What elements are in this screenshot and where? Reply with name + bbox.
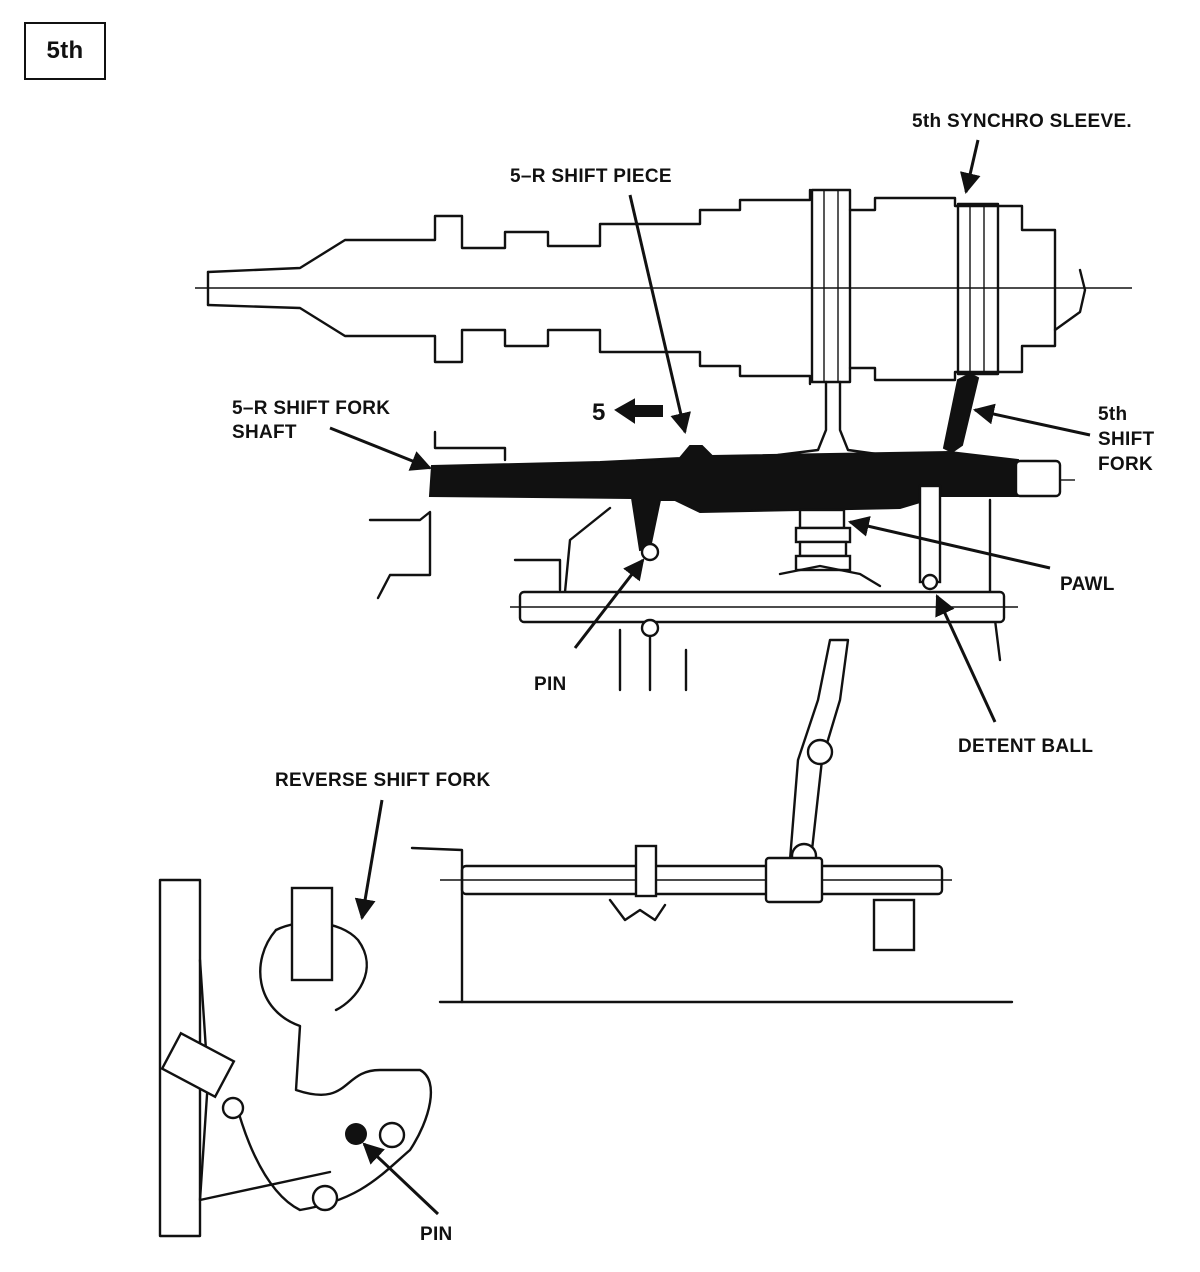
label-pin-lower: PIN [420,1224,453,1245]
label-detent-ball: DETENT BALL [958,736,1093,757]
label-5th-shift-fork-line1: 5th [1098,404,1127,425]
housing-outline [368,430,1002,692]
label-pin-upper: PIN [534,674,567,695]
label-5th-synchro-sleeve: 5th SYNCHRO SLEEVE. [912,111,1132,132]
shift-lever [788,638,850,870]
pawl-assembly [778,508,882,588]
label-pawl: PAWL [1060,574,1115,595]
lower-shaft [410,844,1014,1004]
fork-stems [776,372,980,457]
shift-fork-shaft [428,445,1075,591]
selector-rod [510,590,1018,638]
gear-badge-text: 5th [47,37,84,64]
label-direction-5: 5 [592,399,606,426]
mainshaft [195,188,1132,386]
reverse-shift-fork [158,878,433,1238]
gear-badge: 5th [24,22,106,80]
label-5r-shift-piece: 5–R SHIFT PIECE [510,166,672,187]
label-shift-fork-shaft-line2: SHAFT [232,422,297,443]
label-shift-fork-shaft-line1: 5–R SHIFT FORK [232,398,390,419]
label-5th-shift-fork-line2: SHIFT [1098,429,1154,450]
label-reverse-shift-fork: REVERSE SHIFT FORK [275,770,490,791]
label-5th-shift-fork-line3: FORK [1098,454,1153,475]
leader-lines [329,139,1091,1216]
